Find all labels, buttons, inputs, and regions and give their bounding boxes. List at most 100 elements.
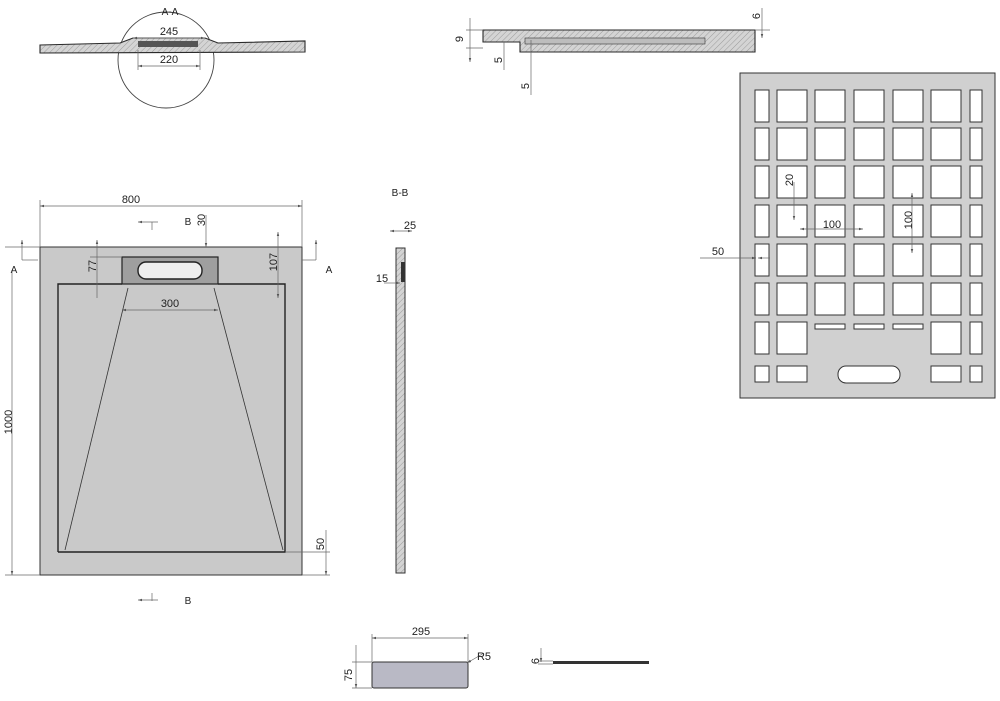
handle-slot [837,365,901,384]
grid-cell [969,321,983,355]
grid-slot [892,323,924,330]
grid-cell [969,204,983,238]
grid-cell [930,365,962,383]
grid-cell [853,243,885,277]
dim-30: 30 [196,214,208,226]
grid-cell [776,165,808,199]
drain-channel [138,41,198,47]
grid-cell [892,127,924,161]
shower-tray-outline [39,246,303,576]
grid-cell [892,243,924,277]
drain-grate [137,261,203,280]
dim-800: 800 [122,194,140,206]
dim-107: 107 [268,253,280,271]
grid-cell [969,282,983,316]
dim-100-vertical: 100 [903,211,915,229]
inner-rim [57,283,122,552]
grid-cell [814,165,846,199]
grid-cell [853,282,885,316]
grid-cell [814,282,846,316]
grid-cell [754,204,770,238]
grid-cell [969,165,983,199]
grid-cell [814,127,846,161]
grid-cell [853,204,885,238]
thin-plate-profile [553,661,649,664]
grid-cell [969,243,983,277]
grid-cell [892,89,924,123]
grid-slot [814,323,846,330]
grid-cell [776,282,808,316]
section-a-right-label: A [326,265,333,276]
grid-cell [814,204,846,238]
section-bb-view: B-B 25 15 [376,188,416,574]
dim-6-top: 6 [751,13,763,19]
grid-cell [776,127,808,161]
grid-cell [930,165,962,199]
grid-cell [776,89,808,123]
grid-cell [754,243,770,277]
grid-cell [776,365,808,383]
dim-25: 25 [404,220,416,232]
grid-cell [969,365,983,383]
grid-cell [754,365,770,383]
section-bb-profile [395,247,406,574]
dim-50-bottom: 50 [712,246,724,258]
dim-20: 20 [784,174,796,186]
grid-cell [892,165,924,199]
grid-cell [892,204,924,238]
dim-295: 295 [412,626,430,638]
dim-15: 15 [376,273,388,285]
dim-300: 300 [161,298,179,310]
grid-cell [814,243,846,277]
grid-cell [754,127,770,161]
dim-1000: 1000 [3,410,15,434]
drain-cover-block [371,661,469,689]
grid-cells [754,89,983,383]
section-aa-label: A-A [162,7,179,18]
dim-5a: 5 [493,57,505,63]
section-b-top-label: B [185,217,192,228]
grid-cell [930,243,962,277]
grid-cell [853,165,885,199]
dim-245: 245 [160,26,178,38]
slope-line-right [213,287,284,551]
grid-cell [930,89,962,123]
grid-cell [930,321,962,355]
grid-cell [892,282,924,316]
grid-cell [930,282,962,316]
section-a-left-label: A [11,265,18,276]
main-top-view: 800 1000 A A B B 30 77 107 300 [3,194,333,607]
drain-cover-detail: 295 75 R5 6 [343,626,649,689]
grid-cell [754,321,770,355]
detail-circle [117,11,215,109]
bottom-grid-view: 50 20 100 100 [700,72,996,399]
dim-5b: 5 [520,83,532,89]
grid-cell [754,89,770,123]
grid-cell [776,321,808,355]
dim-6-side: 6 [530,658,542,664]
dim-100-horizontal: 100 [823,219,841,231]
grid-cell [776,204,808,238]
grid-cell [754,165,770,199]
grid-cell [814,89,846,123]
grid-cell [930,204,962,238]
grid-cell [754,282,770,316]
grid-cell [969,89,983,123]
grid-slot [853,323,885,330]
dim-50-front: 50 [315,538,327,550]
grid-cell [853,127,885,161]
grid-cell [776,243,808,277]
slope-line-left [64,287,129,551]
grid-cell [930,127,962,161]
section-bb-label: B-B [392,188,409,199]
dim-r5: R5 [477,651,491,663]
dim-77: 77 [87,260,99,272]
side-section-view: 9 5 5 6 [454,8,770,95]
dim-220: 220 [160,54,178,66]
grid-cell [969,127,983,161]
grid-cell [853,89,885,123]
side-recess [524,37,706,45]
dim-75: 75 [343,669,355,681]
section-aa-view: A-A 245 220 [39,7,306,109]
